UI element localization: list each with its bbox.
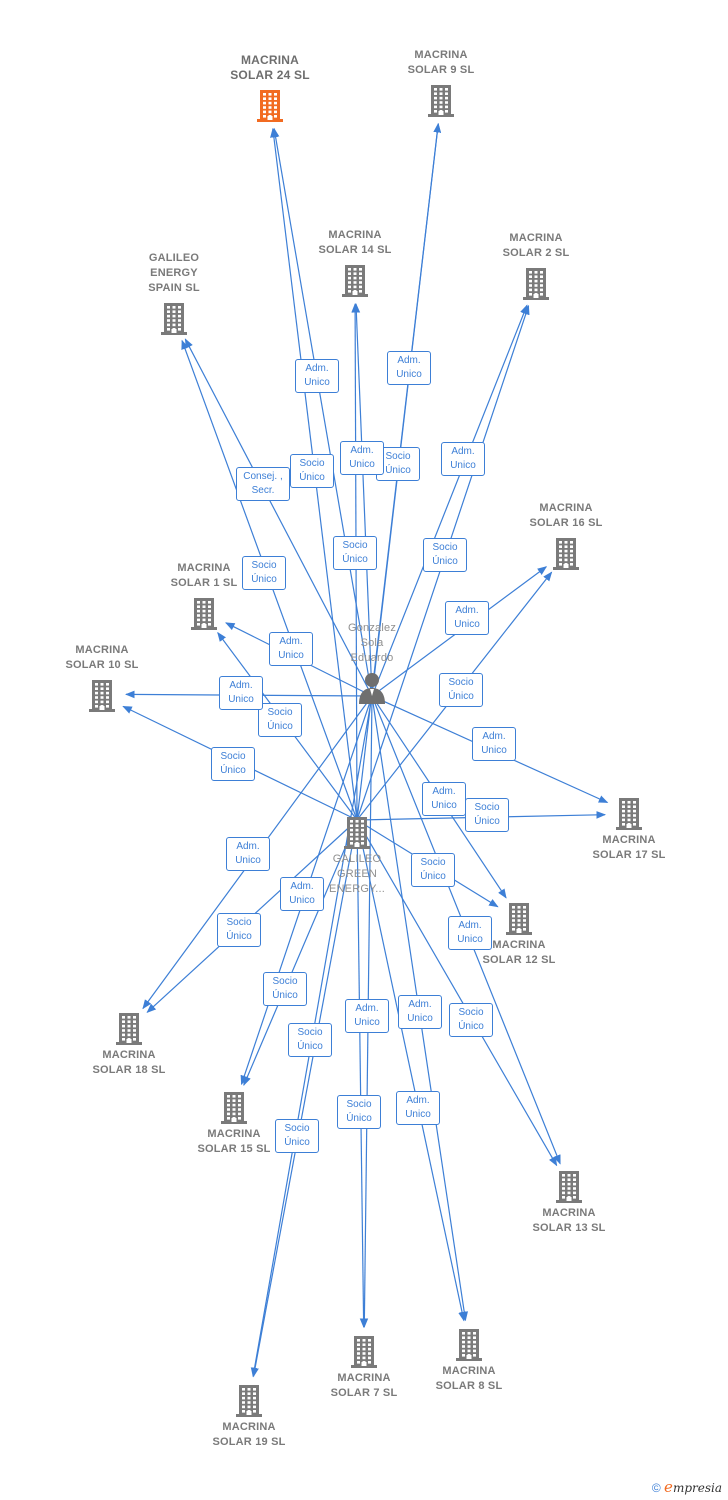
copyright-symbol: © xyxy=(651,1481,661,1495)
node-label-galileo_green[interactable]: GALILEO GREEN ENERGY... xyxy=(328,853,385,895)
edge-label-person-to-n15: Adm. Unico xyxy=(226,837,270,871)
edge-label-person-to-n2: Adm. Unico xyxy=(441,442,485,476)
node-label-n12[interactable]: MACRINA SOLAR 12 SL xyxy=(482,939,556,966)
building-icon-n12[interactable] xyxy=(504,900,534,936)
node-label-n1[interactable]: MACRINA SOLAR 1 SL xyxy=(170,562,238,589)
edge-label-person-to-n7: Adm. Unico xyxy=(398,995,442,1029)
node-label-n15[interactable]: MACRINA SOLAR 15 SL xyxy=(197,1128,271,1155)
building-icon-n8[interactable] xyxy=(454,1326,484,1362)
edge-label-galileo_green-to-n17: Socio Único xyxy=(465,798,509,832)
node-label-n2[interactable]: MACRINA SOLAR 2 SL xyxy=(502,232,570,259)
edge-label-person-to-n14: Adm. Unico xyxy=(340,441,384,475)
node-label-n14[interactable]: MACRINA SOLAR 14 SL xyxy=(318,229,392,256)
node-label-n13[interactable]: MACRINA SOLAR 13 SL xyxy=(532,1207,606,1234)
edge-label-person-to-n16: Adm. Unico xyxy=(445,601,489,635)
edge-label-person-to-n12: Adm. Unico xyxy=(422,782,466,816)
edge-label-person-to-n8: Adm. Unico xyxy=(345,999,389,1033)
person-icon-person[interactable] xyxy=(357,670,387,706)
edge-label-galileo_green-to-n12: Socio Único xyxy=(411,853,455,887)
edge-label-galileo_green-to-n7: Socio Único xyxy=(449,1003,493,1037)
edge-label-galileo_green-to-n16: Socio Único xyxy=(439,673,483,707)
edge-label-person-to-n10: Adm. Unico xyxy=(219,676,263,710)
edge-label-person-to-n19: Adm. Unico xyxy=(396,1091,440,1125)
building-icon-n16[interactable] xyxy=(551,535,581,571)
edge-label-person-to-n13: Adm. Unico xyxy=(280,877,324,911)
edge-galileo_green-to-n8 xyxy=(356,819,466,1322)
edge-label-galileo_green-to-n10: Socio Único xyxy=(211,747,255,781)
building-icon-n19[interactable] xyxy=(234,1382,264,1418)
node-label-n16[interactable]: MACRINA SOLAR 16 SL xyxy=(529,502,603,529)
building-icon-galileo_green[interactable] xyxy=(342,814,372,850)
edge-label-person-to-n9: Adm. Unico xyxy=(387,351,431,385)
building-icon-n7[interactable] xyxy=(349,1333,379,1369)
edge-label-person-to-galileo_spain: Consej. , Secr. xyxy=(236,467,290,501)
building-icon-n18[interactable] xyxy=(114,1010,144,1046)
edge-label-galileo_green-to-n18: Socio Único xyxy=(217,913,261,947)
building-icon-n10[interactable] xyxy=(87,677,117,713)
node-label-n17[interactable]: MACRINA SOLAR 17 SL xyxy=(592,834,666,861)
edge-label-galileo_green-to-n2: Socio Único xyxy=(423,538,467,572)
edge-galileo_green-to-n7 xyxy=(356,819,368,1328)
building-icon-n1[interactable] xyxy=(189,595,219,631)
edge-label-galileo_green-to-n14: Socio Único xyxy=(333,536,377,570)
building-icon-n2[interactable] xyxy=(521,265,551,301)
copyright-notice: © empresia xyxy=(652,1478,722,1496)
edge-label-galileo_green-to-n13: Socio Único xyxy=(288,1023,332,1057)
node-label-n8[interactable]: MACRINA SOLAR 8 SL xyxy=(435,1365,503,1392)
building-icon-n13[interactable] xyxy=(554,1168,584,1204)
edge-label-person-to-n1: Adm. Unico xyxy=(269,632,313,666)
building-icon-galileo_spain[interactable] xyxy=(159,300,189,336)
edge-label-galileo_green-to-n19: Socio Único xyxy=(275,1119,319,1153)
edge-person-to-n14 xyxy=(352,303,373,697)
edge-label-person-to-n18: Adm. Unico xyxy=(448,916,492,950)
edge-label-person-to-n24: Adm. Unico xyxy=(295,359,339,393)
edge-person-to-n2 xyxy=(371,304,528,697)
edge-label-galileo_green-to-n8: Socio Único xyxy=(337,1095,381,1129)
node-label-n18[interactable]: MACRINA SOLAR 18 SL xyxy=(92,1049,166,1076)
building-icon-n15[interactable] xyxy=(219,1089,249,1125)
brand-logo[interactable]: empresia xyxy=(664,1478,722,1496)
node-label-n24[interactable]: MACRINA SOLAR 24 SL xyxy=(230,53,310,82)
edge-label-galileo_green-to-n24: Socio Único xyxy=(290,454,334,488)
edge-galileo_green-to-n13 xyxy=(356,819,558,1167)
edge-label-galileo_green-to-galileo_spain: Socio Único xyxy=(242,556,286,590)
building-icon-n17[interactable] xyxy=(614,795,644,831)
node-label-person[interactable]: Gonzalez Sola Eduardo xyxy=(347,622,397,664)
edge-person-to-n24 xyxy=(271,127,373,697)
edge-label-galileo_green-to-n1: Socio Único xyxy=(258,703,302,737)
building-icon-n24[interactable] xyxy=(255,87,285,123)
edge-galileo_green-to-n15 xyxy=(243,819,358,1086)
edge-label-person-to-n17: Adm. Unico xyxy=(472,727,516,761)
edge-galileo_green-to-n19 xyxy=(251,819,358,1378)
node-label-n7[interactable]: MACRINA SOLAR 7 SL xyxy=(330,1372,398,1399)
node-label-n9[interactable]: MACRINA SOLAR 9 SL xyxy=(407,49,475,76)
node-label-galileo_spain[interactable]: GALILEO ENERGY SPAIN SL xyxy=(148,252,200,294)
node-label-n19[interactable]: MACRINA SOLAR 19 SL xyxy=(212,1421,286,1448)
building-icon-n9[interactable] xyxy=(426,82,456,118)
node-label-n10[interactable]: MACRINA SOLAR 10 SL xyxy=(65,644,139,671)
edge-label-galileo_green-to-n15: Socio Único xyxy=(263,972,307,1006)
edge-person-to-galileo_spain xyxy=(184,338,373,697)
building-icon-n14[interactable] xyxy=(340,262,370,298)
